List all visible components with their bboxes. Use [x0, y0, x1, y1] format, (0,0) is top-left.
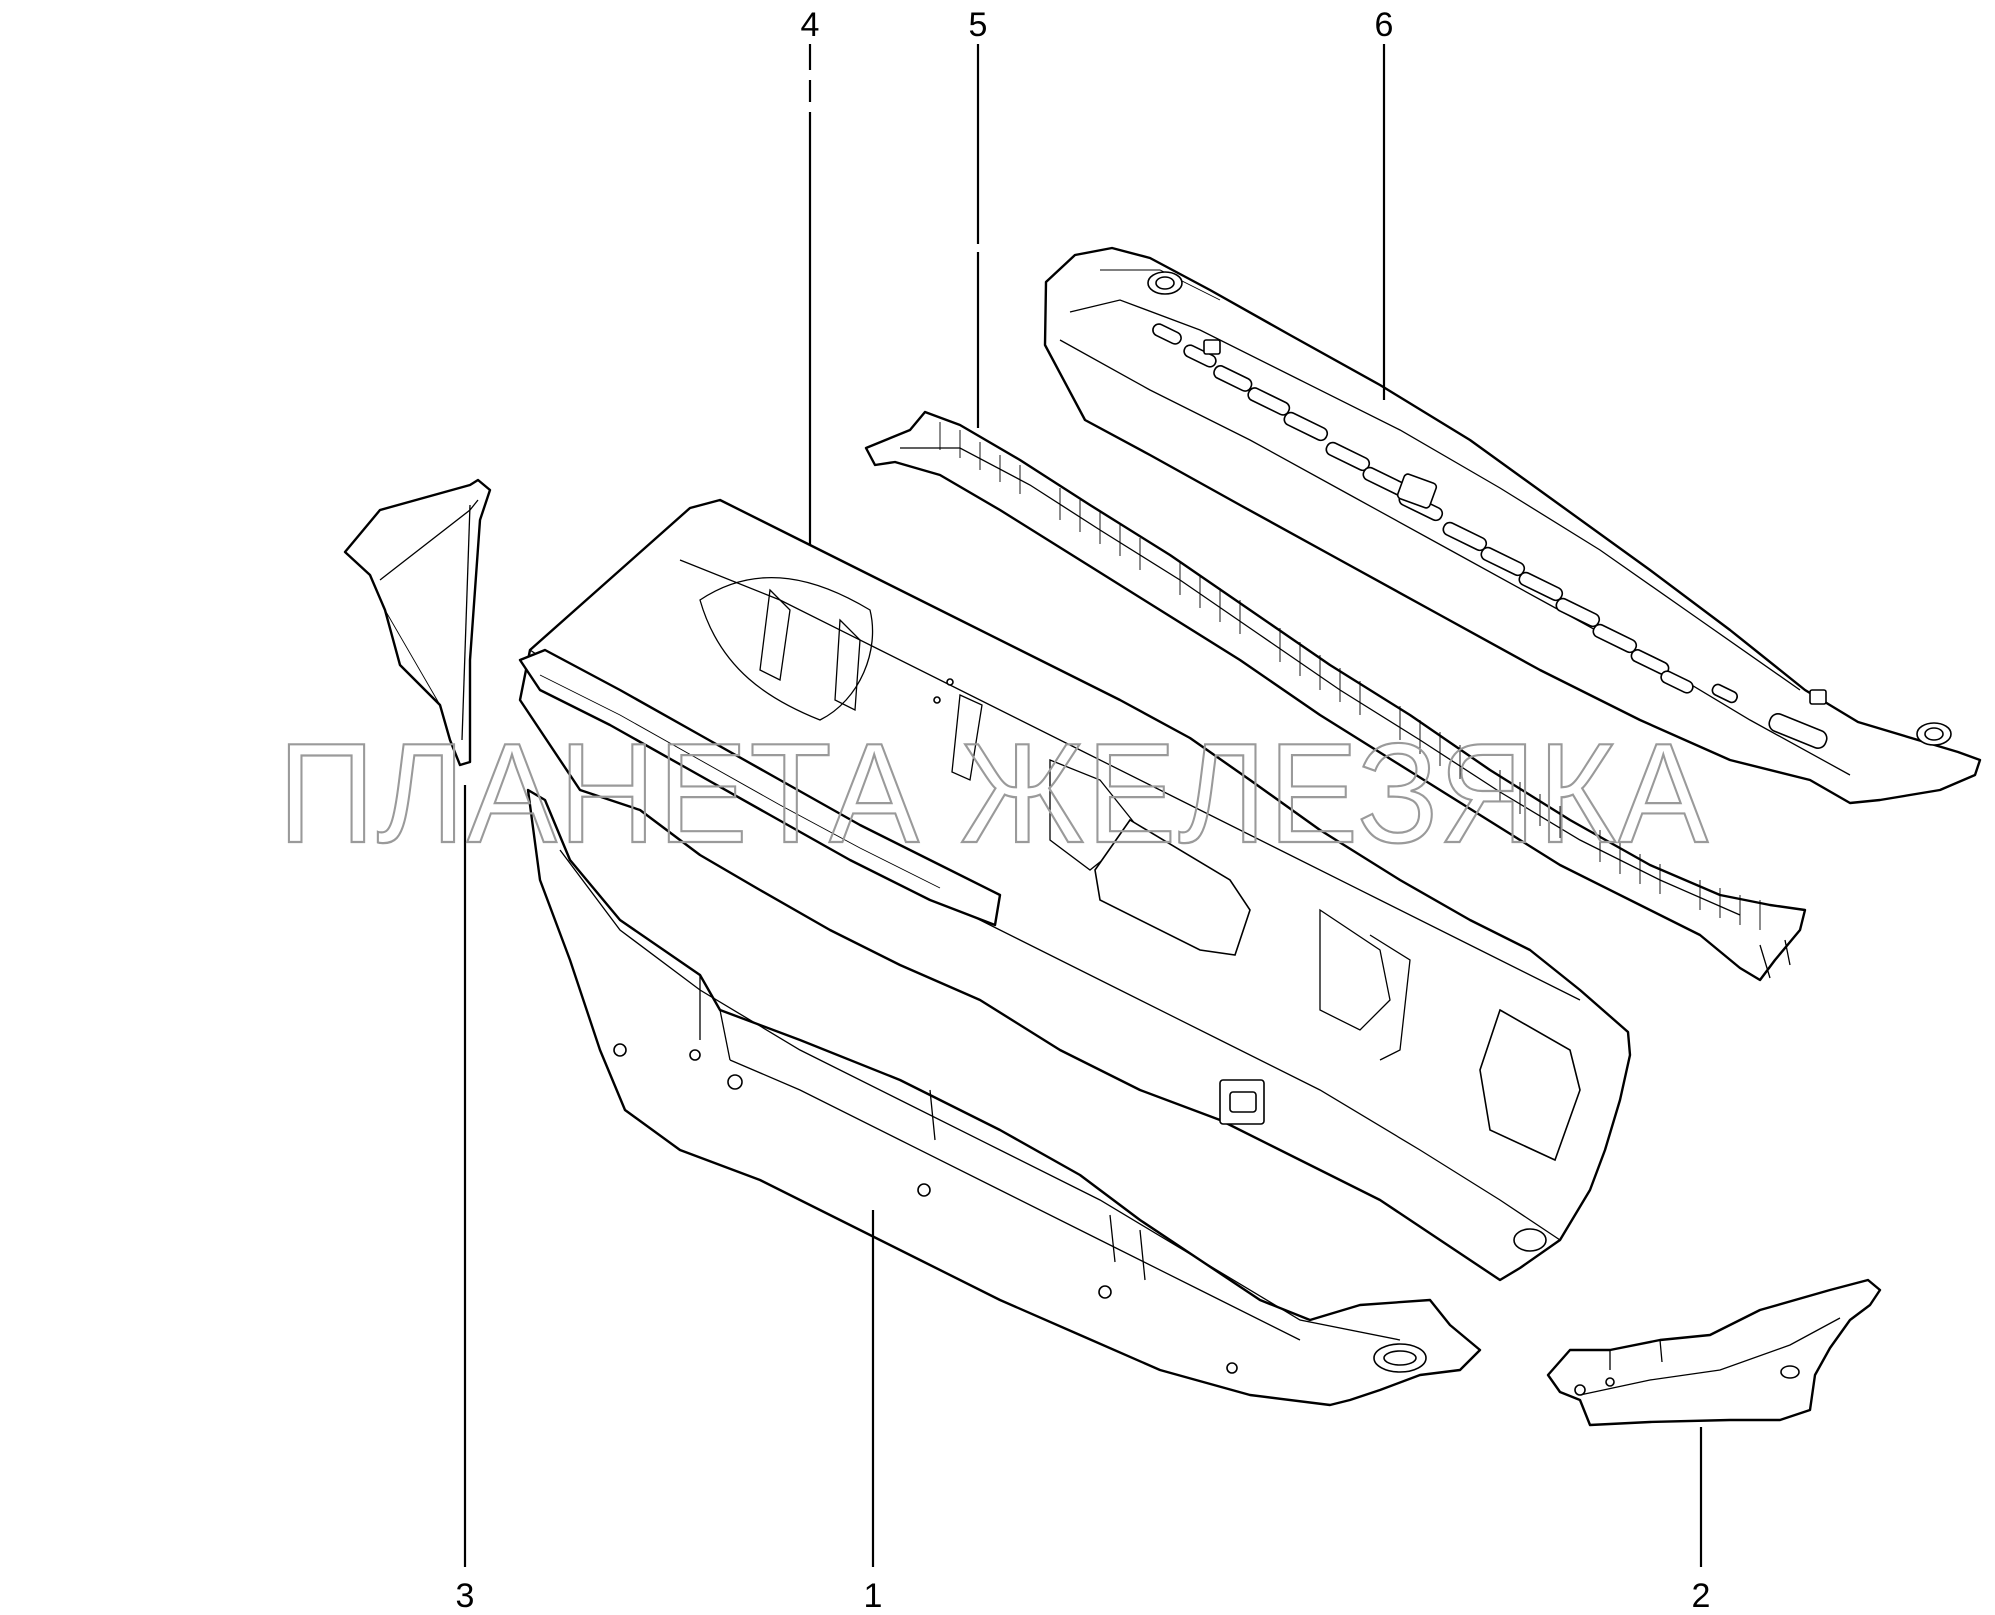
part-4-dash-panel [518, 498, 1632, 1282]
callout-labels: 4 5 6 3 1 2 [456, 6, 1711, 1615]
callout-4: 4 [801, 6, 820, 44]
callout-6: 6 [1375, 6, 1394, 44]
watermark-text: ПЛАНЕТА ЖЕЛЕЗЯКА [278, 714, 1710, 873]
callout-2: 2 [1692, 1577, 1711, 1615]
part-4-left-flange [518, 648, 1002, 927]
callout-5: 5 [969, 6, 988, 44]
part-2-right-bracket [1546, 1278, 1882, 1427]
callout-1: 1 [864, 1577, 883, 1615]
part-3-left-bracket [343, 478, 492, 767]
part-5-upper-rail [864, 410, 1807, 982]
callout-3: 3 [456, 1577, 475, 1615]
part-1-lower-cross-member [526, 788, 1482, 1407]
leader-lines [463, 44, 1703, 1567]
part-6-cowl-top-panel [1043, 246, 1982, 805]
